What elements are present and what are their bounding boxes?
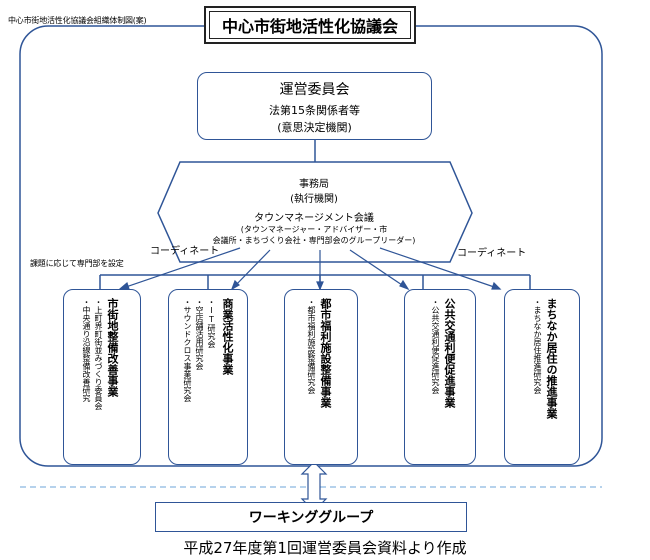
steering-committee-box: 運営委員会 法第15条関係者等 (意思決定機関) [197, 72, 432, 140]
department-box-3: 都市福利施設整備事業 ・都市福利施設整備研究会 [284, 289, 358, 465]
secretariat-hexagon [157, 161, 473, 263]
secretariat-name: 事務局 [299, 179, 329, 190]
department-title: 都市福利施設整備事業 [319, 298, 332, 408]
coordinate-left-label: コーディネート [150, 246, 220, 257]
department-item: ・上町界町街並みづくり委員会 [94, 298, 103, 410]
department-box-1: 市街地整備改善事業 ・上町界町街並みづくり委員会 ・中央通り沿線整備改善研究 [63, 289, 141, 465]
department-item: ・公共交通利便促進研究会 [431, 298, 440, 394]
department-item: ・空店舗活用研究会 [195, 298, 204, 370]
department-item: ・中央通り沿線整備改善研究 [82, 298, 91, 402]
source-caption: 平成27年度第1回運営委員会資料より作成 [183, 539, 467, 557]
working-group-box: ワーキンググループ [155, 502, 467, 532]
secretariat-text: 事務局 (執行機関) タウンマネージメント会議 (タウンマネージャー・アドバイザ… [178, 175, 450, 246]
meeting-members-1: (タウンマネージャー・アドバイザー・市 [240, 225, 388, 234]
department-box-2: 商業活性化事業 ・IT研究会 ・空店舗活用研究会 ・サウンドクロス事業研究会 [168, 289, 248, 465]
meeting-name: タウンマネージメント会議 [254, 213, 374, 224]
department-title: 商業活性化事業 [221, 298, 234, 375]
department-box-5: まちなか居住の推進事業 ・まちなか居住推進研究会 [504, 289, 580, 465]
department-title: 公共交通利便促進事業 [443, 298, 456, 408]
council-label: 中心市街地活性化協議会 [221, 17, 398, 36]
specialist-note: 課題に応じて専門部を設定 [30, 259, 124, 268]
diagram-title: 中心市街地活性化協議会組織体制図(案) [8, 16, 147, 25]
steering-name: 運営委員会 [279, 82, 350, 98]
coordinate-right-label: コーディネート [457, 248, 527, 259]
meeting-members-2: 会議所・まちづくり会社・専門部会のグループリーダー) [212, 236, 416, 245]
department-title: まちなか居住の推進事業 [545, 298, 558, 419]
council-box: 中心市街地活性化協議会 [204, 6, 416, 44]
secretariat-role: (執行機関) [290, 194, 338, 205]
department-item: ・まちなか居住推進研究会 [533, 298, 542, 394]
department-item: ・サウンドクロス事業研究会 [183, 298, 192, 402]
working-group-label: ワーキンググループ [248, 510, 374, 526]
department-box-4: 公共交通利便促進事業 ・公共交通利便促進研究会 [404, 289, 476, 465]
steering-line2: (意思決定機関) [277, 121, 352, 134]
department-title: 市街地整備改善事業 [106, 298, 119, 397]
steering-line1: 法第15条関係者等 [269, 104, 360, 117]
department-item: ・IT研究会 [207, 298, 216, 348]
department-item: ・都市福利施設整備研究会 [307, 298, 316, 394]
